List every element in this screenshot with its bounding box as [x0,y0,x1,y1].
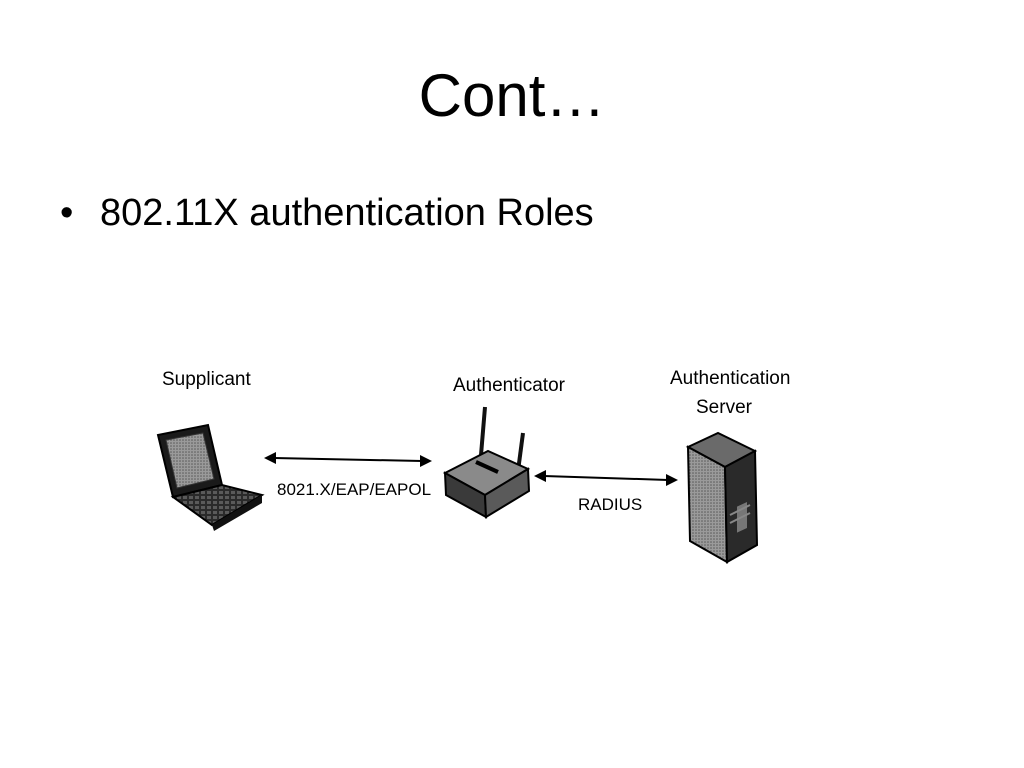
radius-link-label: RADIUS [578,495,642,514]
authentication-roles-diagram: Supplicant Authenticator Authentication … [140,355,800,580]
slide-title: Cont… [418,62,606,129]
server-tower-icon [685,431,759,564]
eapol-link-label: 8021.X/EAP/EAPOL [277,480,431,499]
authenticator-label: Authenticator [453,375,566,396]
bullet-marker: • [60,192,74,234]
server-label-line2: Server [696,397,753,418]
diagram-canvas: Supplicant Authenticator Authentication … [156,368,790,564]
bullet-text: 802.11X authentication Roles [100,192,594,234]
access-point-icon [442,406,531,519]
bullet-item: • 802.11X authentication Roles [60,188,594,238]
server-label-line1: Authentication [670,368,790,389]
radius-link-arrow [534,470,678,486]
supplicant-label: Supplicant [162,369,251,390]
laptop-icon [156,423,265,531]
eapol-link-arrow [264,452,432,467]
